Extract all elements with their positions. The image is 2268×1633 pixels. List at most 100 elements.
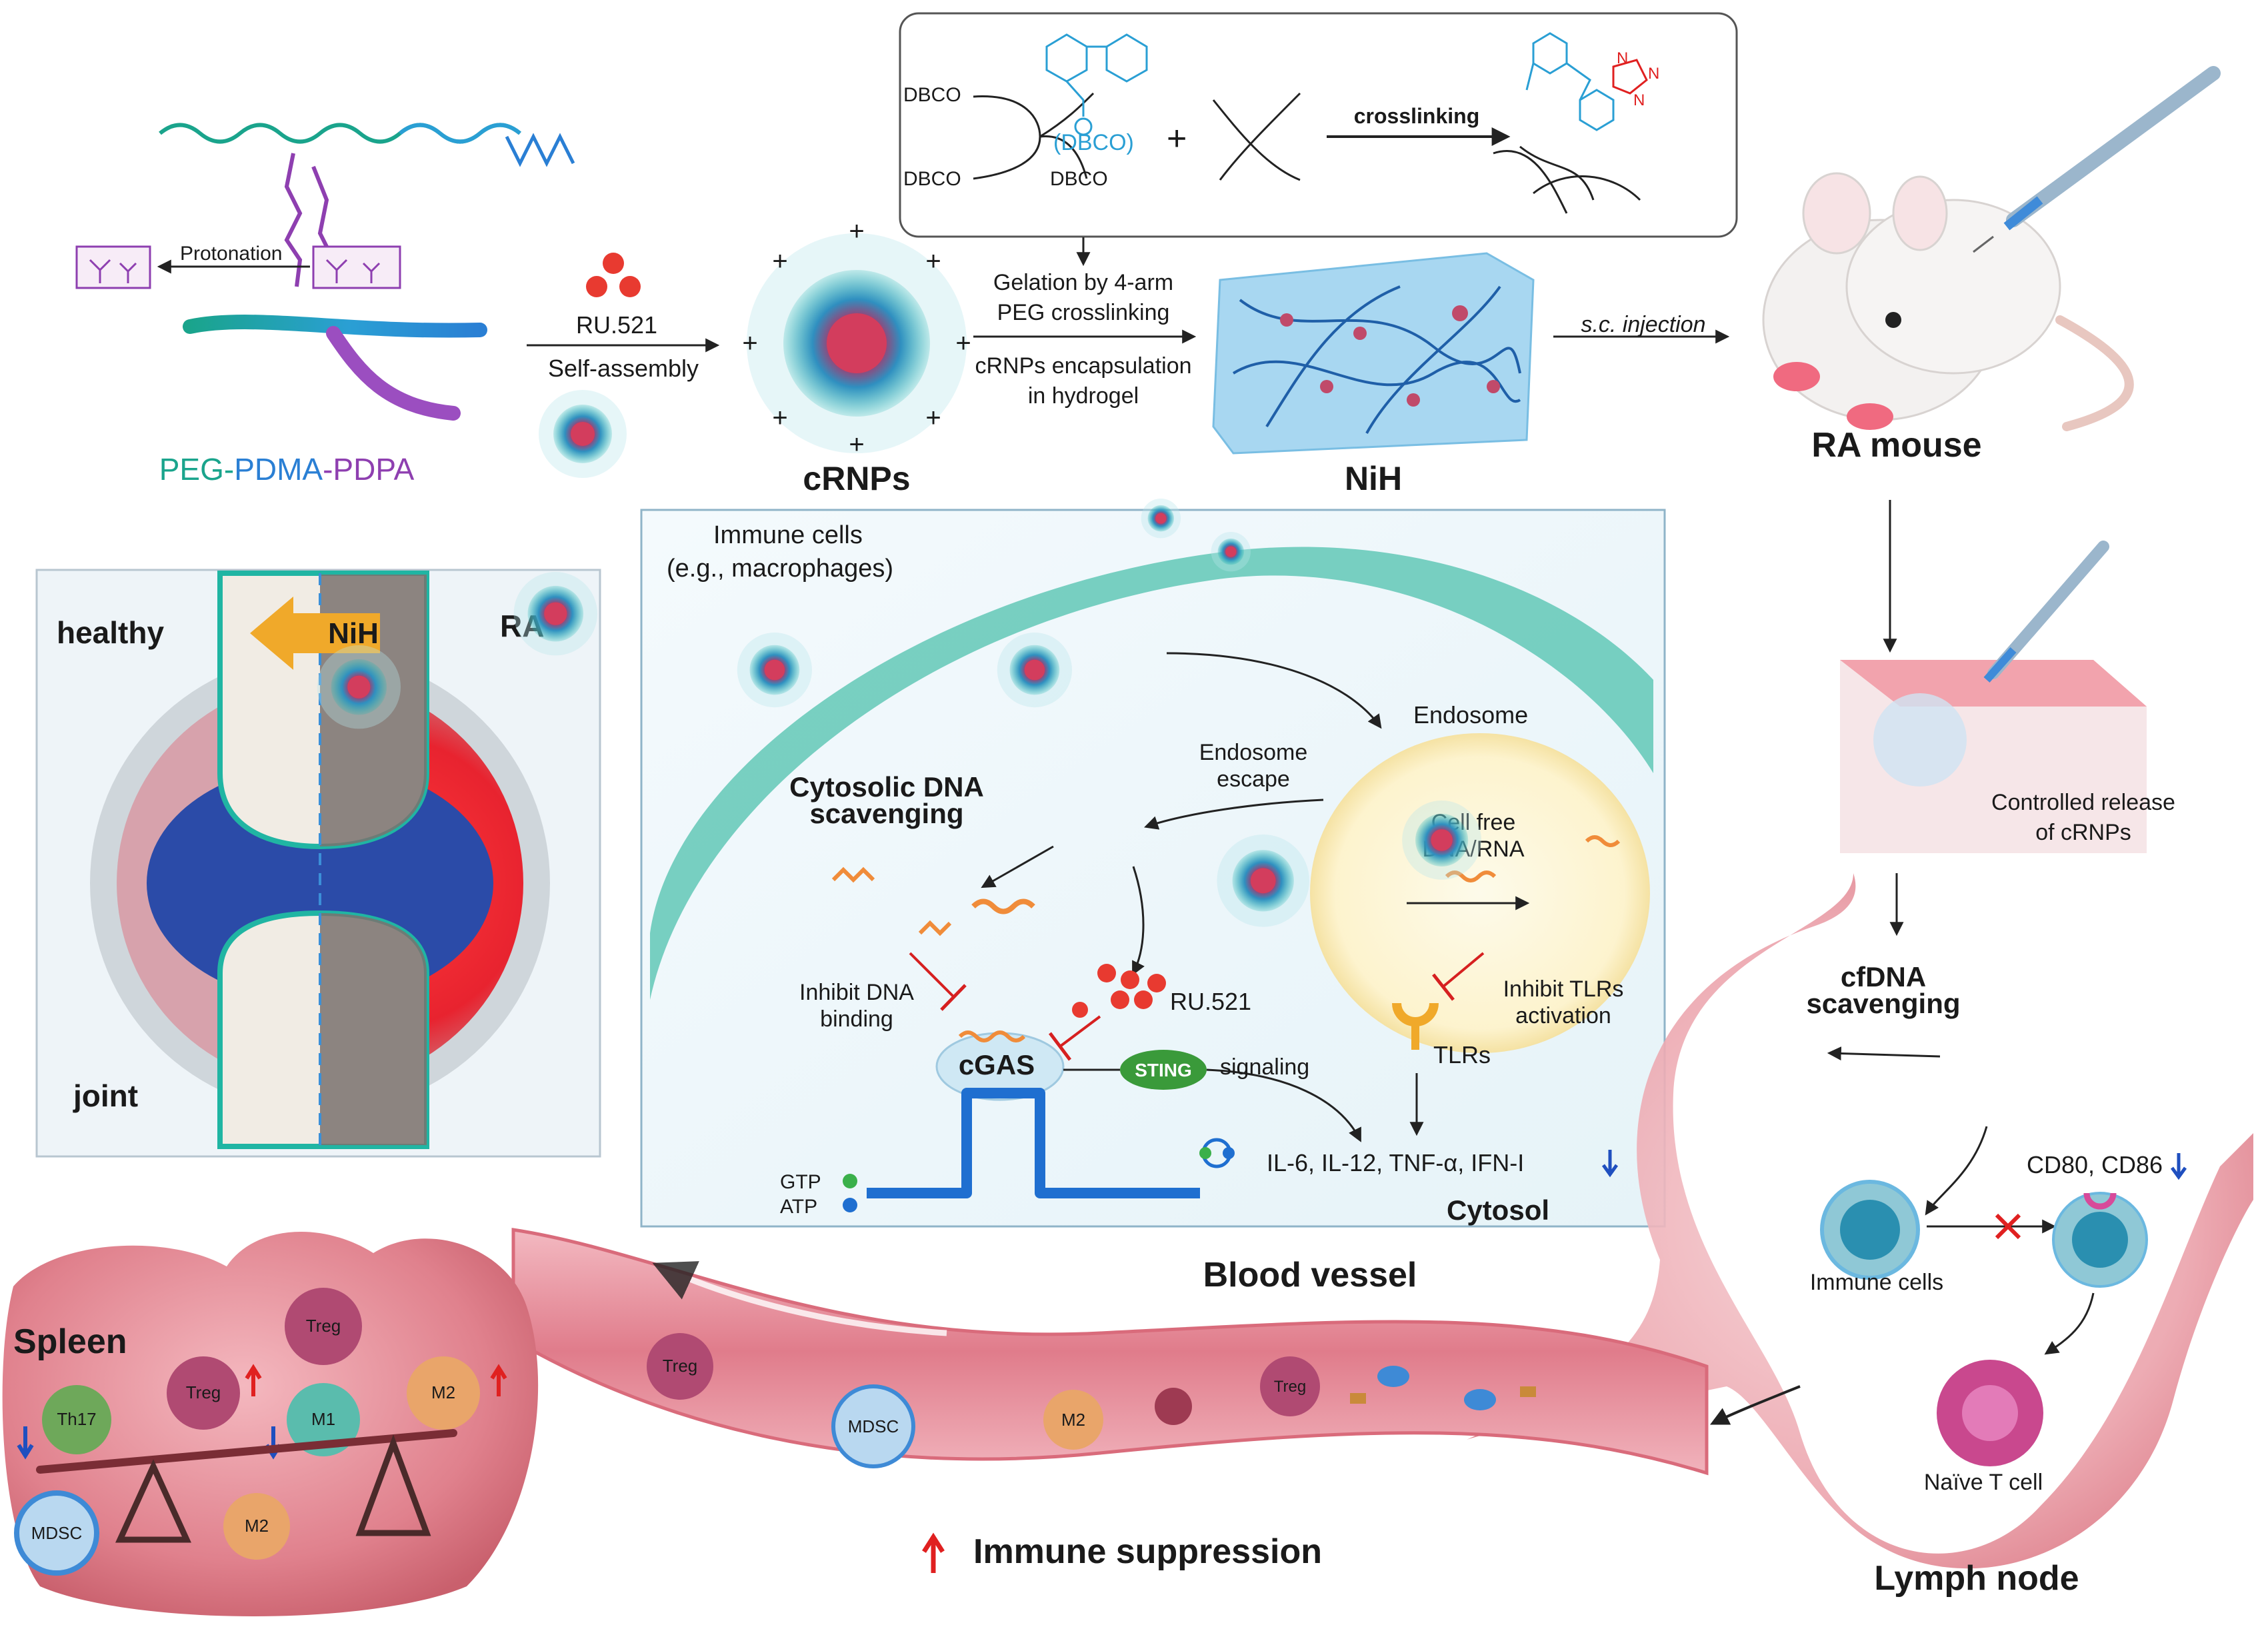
immune-cells-line2: (e.g., macrophages) <box>667 555 893 583</box>
nih-label: NiH <box>1345 460 1402 497</box>
crnp-nanoparticle <box>747 233 967 453</box>
spleen-mdsc <box>14 1490 99 1576</box>
signaling-label: signaling <box>1220 1054 1309 1080</box>
vessel-treg-2 <box>1260 1356 1320 1416</box>
lymph-node-label: Lymph node <box>1874 1559 2079 1598</box>
tlr-receptor <box>1392 1002 1439 1050</box>
dbco-label-1: DBCO <box>903 84 961 106</box>
spleen-m2-label: M2 <box>431 1382 455 1402</box>
dbco-label-3: DBCO <box>1050 168 1108 190</box>
cfdna-line2: scavenging <box>1806 988 1960 1019</box>
th17-down-arrow <box>17 1426 34 1460</box>
dna-fragments <box>831 866 952 936</box>
blood-vessel-label: Blood vessel <box>1203 1256 1417 1294</box>
treg-up-arrow <box>245 1364 262 1396</box>
inhibit-tlrs-line2: activation <box>1515 1003 1611 1028</box>
spleen-th17-label: Th17 <box>57 1409 96 1429</box>
immune-suppression-up-arrow <box>922 1532 945 1573</box>
endocytosis-arrow <box>1166 652 1382 729</box>
crosslinking-box <box>899 12 1738 238</box>
crnp-entering <box>539 390 627 478</box>
step2-line1: Gelation by 4-arm <box>993 270 1173 295</box>
plus-sign: + <box>1167 119 1187 158</box>
step1-self-assembly: Self-assembly <box>548 355 699 382</box>
ru521-inhibitor-label: RU.521 <box>1170 988 1251 1015</box>
to-naive-arrow <box>2044 1292 2095 1355</box>
mouse-label: RA mouse <box>1811 426 1981 465</box>
atp-dot <box>843 1198 857 1212</box>
peg-label: PEG <box>159 452 224 487</box>
inhibit-dna-bar <box>909 952 955 998</box>
release-ru521-arrow <box>1132 866 1145 976</box>
triazole-product <box>1493 32 1648 214</box>
triazole-n1: N <box>1617 49 1628 67</box>
spleen-treg <box>167 1356 240 1430</box>
immune-cells-line1: Immune cells <box>713 521 863 549</box>
protonated-group-box <box>75 245 151 289</box>
endosome <box>1310 733 1650 1053</box>
vessel-mdsc-label: MDSC <box>848 1416 899 1436</box>
polymer-chain-pdpa <box>326 326 461 421</box>
polymer-chain-peg-pdma <box>183 315 487 338</box>
flow-arrow <box>652 1261 947 1336</box>
pdpa-label: PDPA <box>333 452 414 487</box>
spleen-mdsc-label: MDSC <box>31 1523 83 1543</box>
protonation-label: Protonation <box>180 243 282 265</box>
injection-label: s.c. injection <box>1581 312 1705 337</box>
crnp-endosome-left <box>737 633 812 708</box>
svg-text:+: + <box>955 329 971 358</box>
activated-cell <box>2052 1192 2148 1288</box>
svg-text:+: + <box>772 247 787 276</box>
cd80-down-arrow <box>2170 1153 2187 1180</box>
cd80-label: CD80, CD86 <box>2027 1151 2163 1178</box>
vessel-m2 <box>1043 1390 1103 1450</box>
inhibit-dna-line2: binding <box>820 1006 893 1032</box>
inhibit-tlr-line <box>1442 952 1485 988</box>
spleen-m1-label: M1 <box>311 1409 335 1429</box>
gtp-label: GTP <box>780 1171 821 1193</box>
cytokines-label: IL-6, IL-12, TNF-α, IFN-I <box>1267 1149 1524 1176</box>
triazole-n3: N <box>1633 91 1645 109</box>
svg-text:+: + <box>925 403 941 433</box>
inhibit-dna-line1: Inhibit DNA <box>799 980 914 1005</box>
crosslinking-label: crosslinking <box>1354 104 1480 128</box>
ra-mouse-illustration <box>1762 66 2221 431</box>
polymer-structure <box>159 123 575 287</box>
lymph-to-cell-arrow <box>1925 1126 1988 1216</box>
joint-label: joint <box>73 1078 138 1113</box>
dbco-label-2: DBCO <box>903 168 961 190</box>
spleen-treg-top <box>285 1288 362 1365</box>
lymph-immune-cells-label: Immune cells <box>1810 1270 1943 1295</box>
cytosolic-line2: scavenging <box>809 798 963 829</box>
spleen-label: Spleen <box>13 1322 127 1361</box>
spleen-m2 <box>407 1356 480 1430</box>
escape-arrow <box>1144 799 1324 830</box>
crnps-label: cRNPs <box>803 460 910 497</box>
inhibit-tlrs-line1: Inhibit TLRs <box>1503 976 1624 1002</box>
cytokine-down-arrow <box>1601 1150 1619 1178</box>
spleen-th17 <box>42 1385 111 1454</box>
naive-t-cell-label: Naïve T cell <box>1924 1470 2043 1495</box>
svg-text:+: + <box>772 403 787 433</box>
gtp-dot <box>843 1174 857 1188</box>
ru521-inhibit-line <box>1059 1015 1101 1048</box>
vessel-m2-label: M2 <box>1061 1410 1085 1430</box>
controlled-release-line1: Controlled release <box>1991 790 2175 815</box>
neutral-group-box <box>312 245 401 289</box>
cfdna-line1: cfDNA <box>1841 961 1926 992</box>
pdma-label: PDMA <box>234 452 323 487</box>
svg-text:+: + <box>925 247 941 276</box>
tlrs-label: TLRs <box>1433 1041 1491 1068</box>
released-crnp-2 <box>1211 532 1251 572</box>
joint-nih-label: NiH <box>328 617 379 650</box>
dbco-paren-label: (DBCO) <box>1053 130 1134 155</box>
balance-scale <box>36 1429 457 1543</box>
nih-hydrogel <box>1212 252 1535 455</box>
step2-line4: in hydrogel <box>1028 383 1139 409</box>
crnp-dna-bound <box>317 645 401 729</box>
vessel-cell-small <box>1155 1388 1192 1425</box>
spleen <box>2 1231 539 1616</box>
spleen-treg-top-label: Treg <box>306 1316 341 1336</box>
m2-up-arrow <box>490 1364 507 1396</box>
